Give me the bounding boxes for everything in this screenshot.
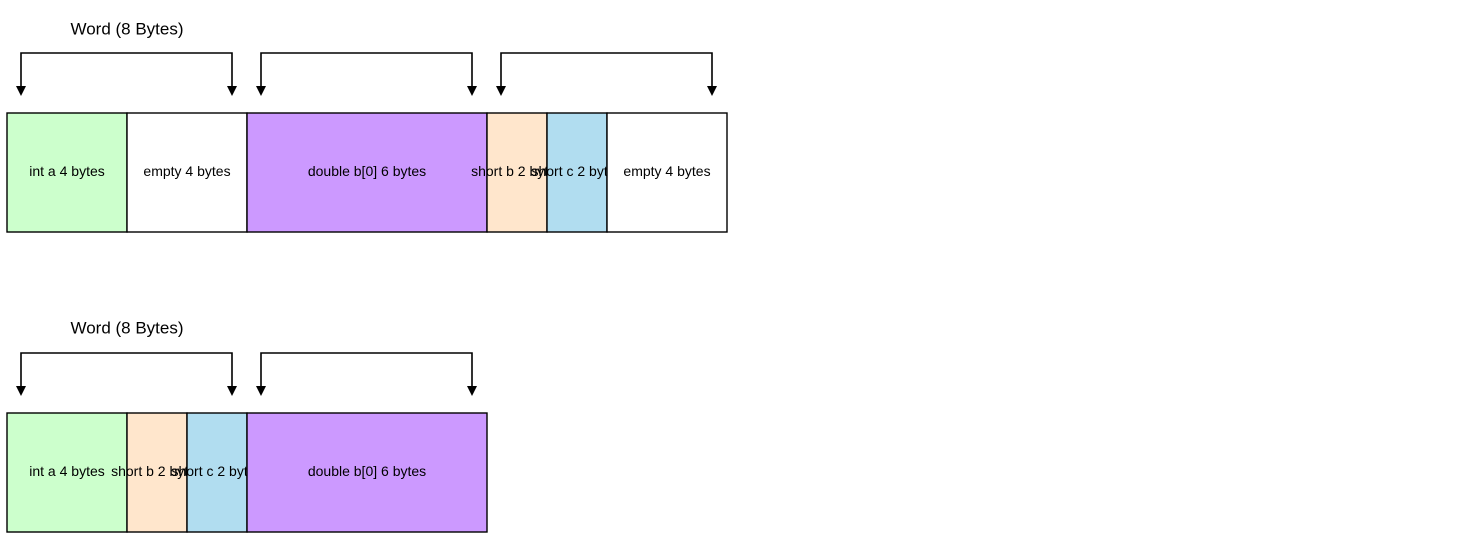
memory-cell-box: [606, 112, 728, 233]
word-bracket: [16, 52, 237, 96]
memory-cell: short b 2 bytes: [111, 412, 203, 533]
word-size-label: Word (8 Bytes): [70, 19, 183, 38]
memory-cell-box: [6, 412, 128, 533]
memory-cell-box: [126, 112, 248, 233]
memory-cell-label: int a 4 bytes: [29, 463, 105, 479]
arrow-down-icon: [227, 86, 237, 96]
word-size-label: Word (8 Bytes): [70, 318, 183, 337]
memory-row-2: Word (8 Bytes) int a 4 bytes short b 2 byt…: [6, 318, 488, 533]
memory-cell-label: short b 2 bytes: [111, 463, 203, 479]
memory-cell-label: short b 2 bytes: [471, 163, 563, 179]
memory-cell: short c 2 bytes: [531, 112, 623, 233]
word-bracket: [16, 352, 237, 396]
memory-cell: short c 2 bytes: [171, 412, 263, 533]
memory-cell-label: short c 2 bytes: [531, 163, 622, 179]
bracket-line: [500, 52, 713, 88]
memory-cell-label: short c 2 bytes: [171, 463, 262, 479]
memory-cell: empty 4 bytes: [126, 112, 248, 233]
arrow-down-icon: [467, 86, 477, 96]
arrow-down-icon: [256, 86, 266, 96]
memory-cell-box: [126, 412, 188, 533]
memory-cell: double b[0] 6 bytes: [246, 412, 488, 533]
bracket-line: [260, 352, 473, 388]
arrow-down-icon: [707, 86, 717, 96]
memory-cell: int a 4 bytes: [6, 412, 128, 533]
memory-cell-label: double b[0] 6 bytes: [308, 163, 426, 179]
arrow-down-icon: [227, 386, 237, 396]
memory-cell: int a 4 bytes: [6, 112, 128, 233]
memory-cell-box: [6, 112, 128, 233]
memory-cell-box: [546, 112, 608, 233]
bracket-line: [260, 52, 473, 88]
arrow-down-icon: [16, 386, 26, 396]
word-bracket: [256, 52, 477, 96]
memory-cell-label: int a 4 bytes: [29, 163, 105, 179]
arrow-down-icon: [467, 386, 477, 396]
memory-cell-label: empty 4 bytes: [623, 163, 710, 179]
memory-cell: double b[0] 6 bytes: [246, 112, 488, 233]
memory-cell-label: empty 4 bytes: [143, 163, 230, 179]
arrow-down-icon: [496, 86, 506, 96]
memory-cell-box: [246, 412, 488, 533]
word-bracket: [496, 52, 717, 96]
arrow-down-icon: [256, 386, 266, 396]
bracket-line: [20, 52, 233, 88]
arrow-down-icon: [16, 86, 26, 96]
memory-cell-box: [246, 112, 488, 233]
bracket-line: [20, 352, 233, 388]
memory-row-1: Word (8 Bytes) int a 4 bytes empty 4 bytes…: [6, 19, 728, 233]
memory-cell-box: [186, 412, 248, 533]
word-bracket: [256, 352, 477, 396]
memory-cell: empty 4 bytes: [606, 112, 728, 233]
memory-cell-label: double b[0] 6 bytes: [308, 463, 426, 479]
